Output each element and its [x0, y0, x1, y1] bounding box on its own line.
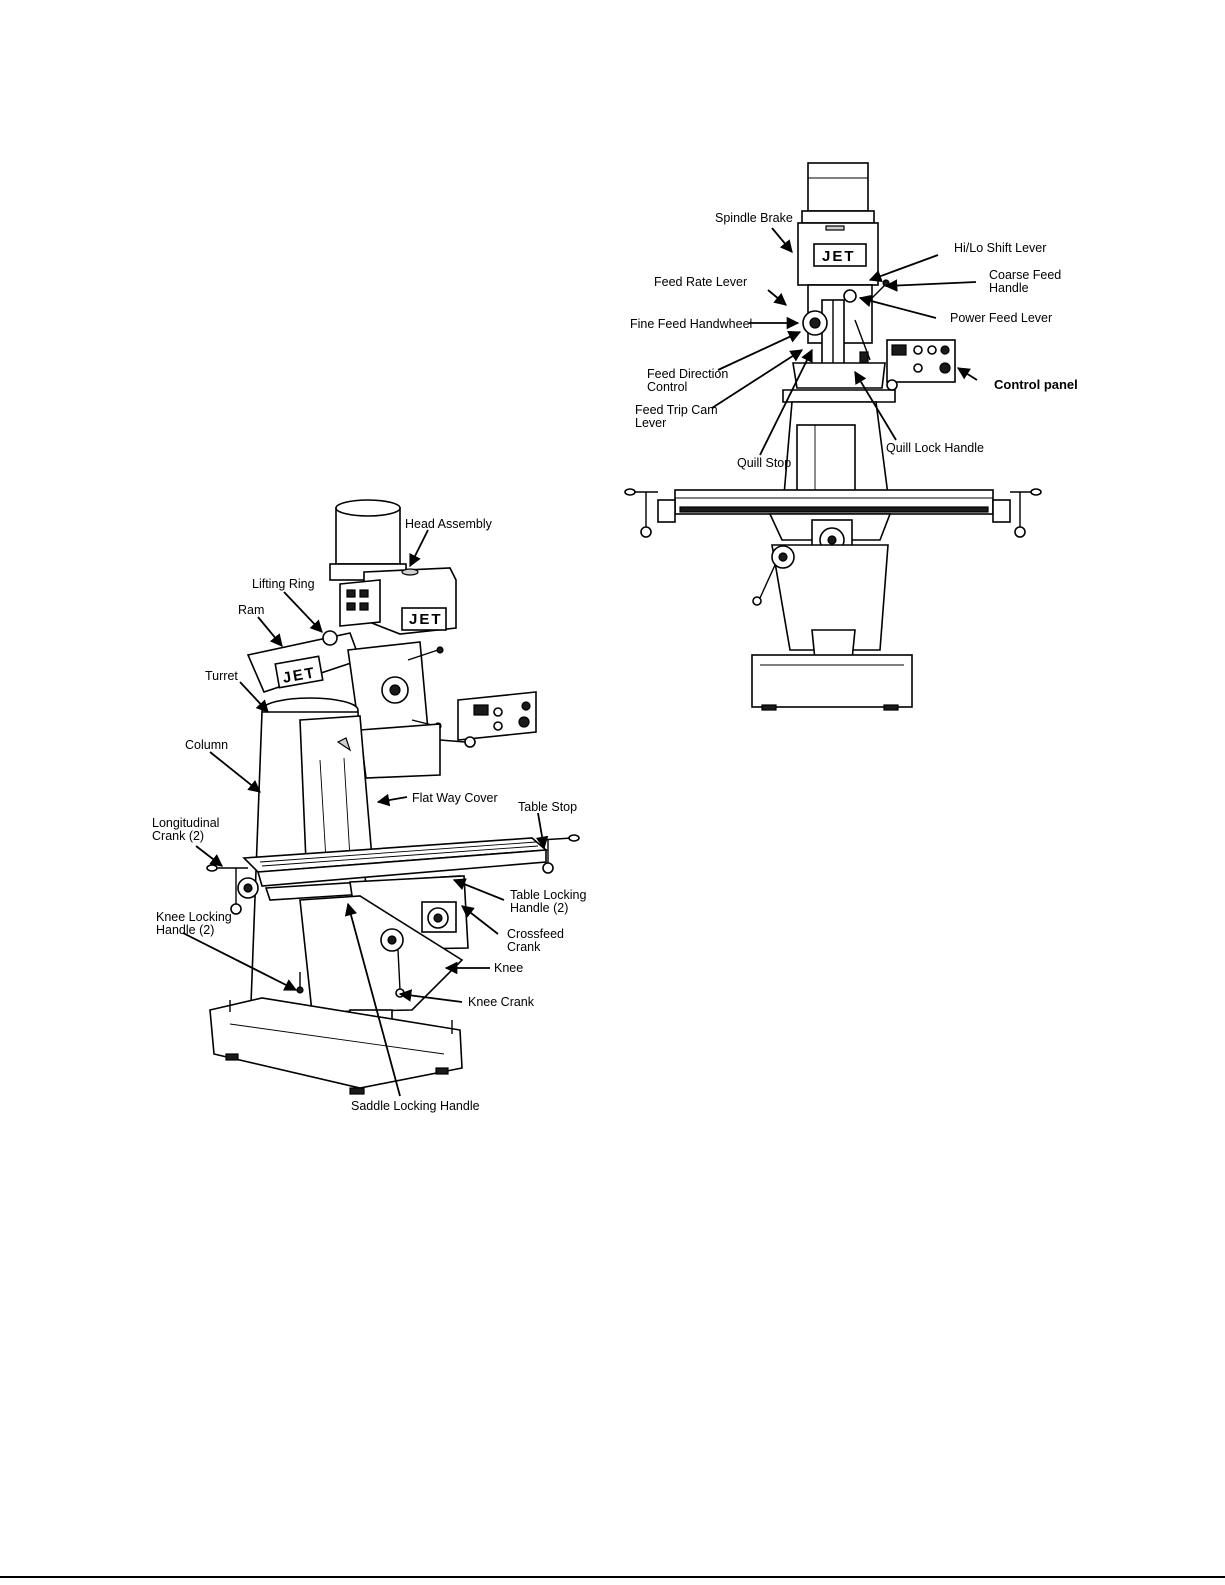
label-flat-way-cover: Flat Way Cover: [412, 791, 498, 805]
iso-head-jet-logo: JET: [409, 611, 443, 628]
label-knee-crank: Knee Crank: [468, 995, 535, 1009]
label-quill-lock-handle: Quill Lock Handle: [886, 441, 984, 455]
label-head-assembly: Head Assembly: [405, 517, 492, 531]
label-knee: Knee: [494, 961, 524, 975]
label-power-feed-lever: Power Feed Lever: [950, 311, 1053, 325]
label-coarse-feed-handle-line1: Coarse Feed: [989, 268, 1062, 282]
iso-head-housing: JET: [339, 567, 457, 635]
label-turret: Turret: [205, 669, 238, 683]
front-head-housing: JET: [797, 222, 879, 286]
label-lifting-ring: Lifting Ring: [252, 577, 315, 591]
label-control-panel: Control panel: [994, 377, 1078, 392]
iso-ram-jet-logo: JET: [281, 664, 317, 687]
label-feed-trip-cam-lever-line2: Lever: [635, 416, 667, 430]
label-feed-direction-control-line1: Feed Direction: [647, 367, 729, 381]
front-jet-logo: JET: [822, 248, 856, 265]
iso-leaders: [182, 529, 549, 1097]
label-knee-locking-handle-line1: Knee Locking: [156, 910, 232, 924]
label-feed-trip-cam-lever-line1: Feed Trip Cam: [635, 403, 718, 417]
label-coarse-feed-handle-line2: Handle: [989, 281, 1029, 295]
label-spindle-brake: Spindle Brake: [715, 211, 793, 225]
label-table-locking-handle-line1: Table Locking: [510, 888, 587, 902]
front-column: [783, 401, 889, 496]
page-footer-rule: [0, 1576, 1225, 1578]
iso-control-panel: [439, 691, 537, 748]
label-quill-stop: Quill Stop: [737, 456, 792, 470]
label-table-stop: Table Stop: [518, 800, 578, 814]
front-leaders: [711, 227, 978, 456]
label-saddle-locking-handle: Saddle Locking Handle: [351, 1099, 480, 1113]
front-saddle-knee: [752, 513, 892, 661]
label-feed-rate-lever: Feed Rate Lever: [654, 275, 748, 289]
label-longitudinal-crank-line2: Crank (2): [152, 829, 205, 843]
label-ram: Ram: [238, 603, 265, 617]
iso-base: [209, 997, 463, 1095]
iso-ram: JET: [246, 630, 362, 693]
label-hi-lo-shift-lever: Hi/Lo Shift Lever: [954, 241, 1047, 255]
front-table: [624, 488, 1042, 538]
label-feed-direction-control-line2: Control: [647, 380, 688, 394]
iso-motor: [329, 499, 407, 581]
label-column: Column: [185, 738, 229, 752]
front-quill-area: [802, 279, 890, 375]
label-crossfeed-crank-line1: Crossfeed: [507, 927, 564, 941]
label-table-locking-handle-line2: Handle (2): [510, 901, 569, 915]
label-knee-locking-handle-line2: Handle (2): [156, 923, 215, 937]
label-fine-feed-handwheel: Fine Feed Handwheel: [630, 317, 753, 331]
front-base: [751, 654, 913, 711]
front-motor: [801, 162, 875, 224]
front-control-panel: [886, 339, 956, 391]
label-longitudinal-crank-line1: Longitudinal: [152, 816, 220, 830]
label-crossfeed-crank-line2: Crank: [507, 940, 541, 954]
